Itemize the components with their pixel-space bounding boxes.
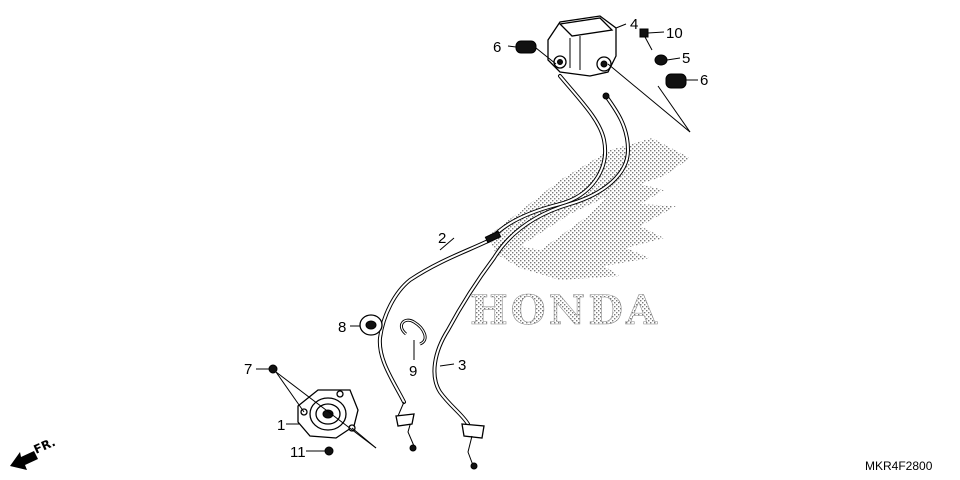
callout-1: 1 bbox=[277, 417, 285, 434]
part-9-clamp bbox=[400, 318, 427, 346]
part-4-actuator bbox=[547, 15, 617, 77]
part-10-bolt bbox=[639, 28, 653, 51]
cable-3 bbox=[432, 92, 631, 470]
callout-6-right: 6 bbox=[700, 72, 708, 89]
front-direction-marker: FR. bbox=[10, 435, 58, 470]
callout-3: 3 bbox=[458, 357, 466, 374]
leader-lines bbox=[256, 23, 698, 452]
part-6-grommet-right bbox=[665, 73, 687, 89]
part-8-grommet bbox=[359, 314, 383, 336]
callout-11: 11 bbox=[290, 444, 306, 461]
callout-10: 10 bbox=[666, 25, 683, 42]
callout-4: 4 bbox=[630, 16, 638, 33]
front-label: FR. bbox=[32, 435, 58, 457]
honda-wing-watermark: HONDA bbox=[470, 138, 690, 334]
part-11-nut bbox=[324, 446, 334, 456]
diagram-code: MKR4F2800 bbox=[865, 459, 933, 473]
cable-2 bbox=[377, 74, 608, 452]
callout-8: 8 bbox=[338, 319, 346, 336]
part-6-grommet-left bbox=[515, 40, 537, 54]
callout-9: 9 bbox=[409, 363, 417, 380]
part-7-screw bbox=[268, 364, 278, 374]
honda-wordmark-watermark: HONDA bbox=[470, 287, 660, 334]
callout-5: 5 bbox=[682, 50, 690, 67]
part-1-housing bbox=[297, 389, 359, 439]
callout-7: 7 bbox=[244, 361, 252, 378]
callout-6-left: 6 bbox=[493, 39, 501, 56]
callout-2: 2 bbox=[438, 230, 446, 247]
part-5-collar bbox=[654, 54, 668, 66]
